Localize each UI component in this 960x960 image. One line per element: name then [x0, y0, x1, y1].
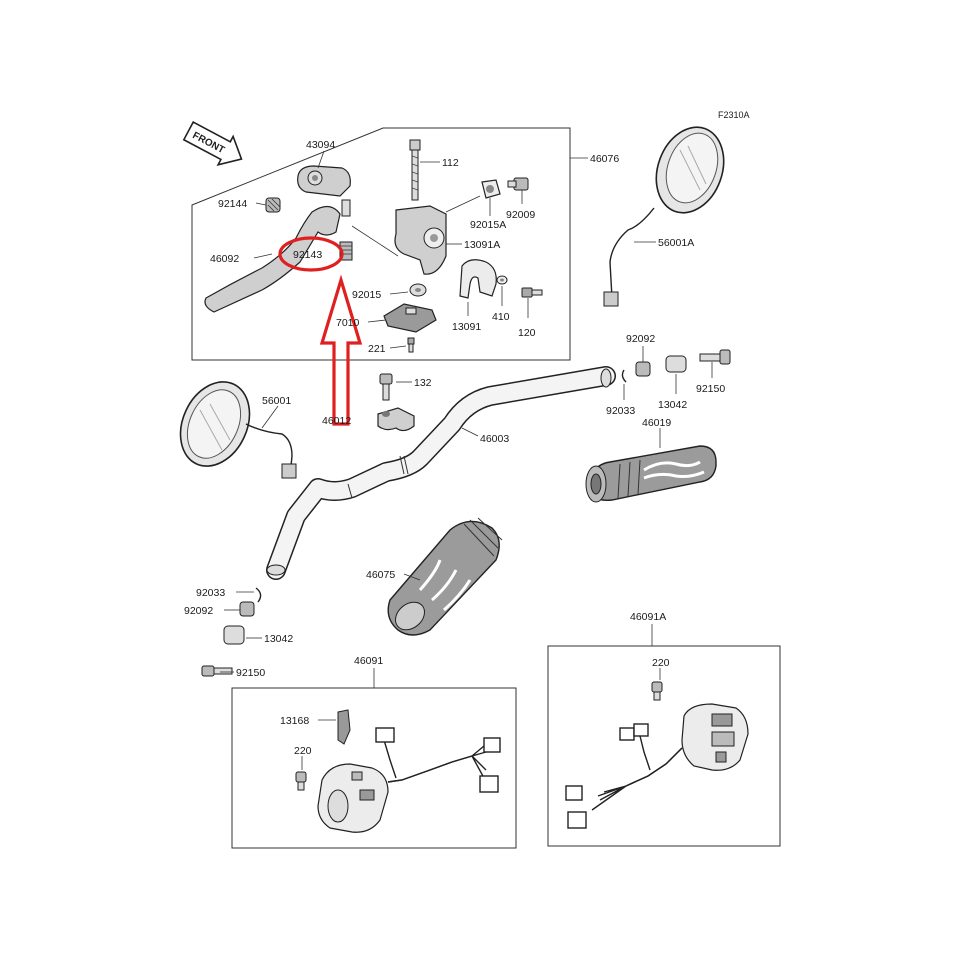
leader-lever-to-body — [351, 225, 399, 257]
washer-410-part — [496, 275, 508, 285]
weight-13042-right-part — [665, 355, 687, 373]
sleeve-92092-left-part — [239, 601, 255, 617]
bolt-132-part — [379, 373, 393, 401]
connector-right-2 — [633, 723, 649, 737]
label-46003: 46003 — [480, 433, 509, 445]
sleeve-92092-right-part — [635, 361, 651, 377]
label-92009: 92009 — [506, 209, 535, 221]
bolt-92150-left-part — [201, 665, 233, 677]
leader-221 — [389, 345, 407, 349]
label-56001A: 56001A — [658, 237, 694, 249]
connector-right-3 — [565, 785, 583, 801]
right-switch-box — [547, 645, 781, 847]
leader-27010 — [367, 319, 387, 323]
connector-right-1 — [619, 727, 635, 741]
label-46076: 46076 — [590, 153, 619, 165]
holder-46012-part — [377, 407, 415, 432]
mirror-right-part — [603, 126, 725, 307]
nut-92015A-part — [481, 179, 501, 199]
screw-92009-part — [507, 177, 529, 191]
label-13042-left: 13042 — [264, 633, 293, 645]
connector-left-2 — [483, 737, 501, 753]
label-92015: 92015 — [352, 289, 381, 301]
leader-body-to-nut — [445, 195, 481, 213]
leader-46003 — [461, 427, 479, 437]
grip-right-part — [585, 445, 717, 503]
screw-220-left-part — [295, 771, 307, 791]
connector-right-4 — [567, 811, 587, 829]
lever-assembly-box — [191, 127, 571, 361]
weight-13042-left-part — [223, 625, 245, 645]
right-switch-housing-part — [681, 703, 749, 771]
label-221: 221 — [368, 343, 386, 355]
label-92033-left: 92033 — [196, 587, 225, 599]
leader-46092 — [253, 253, 273, 259]
lever-bracket-part — [297, 165, 351, 197]
clip-13168-part — [337, 709, 351, 745]
leader-43094 — [317, 150, 325, 169]
left-switch-housing-part — [317, 763, 389, 833]
spring-92144-part — [265, 197, 281, 213]
clamp-13091-part — [459, 259, 497, 299]
label-112: 112 — [442, 157, 459, 169]
label-92143: 92143 — [293, 249, 322, 261]
label-13091: 13091 — [452, 321, 481, 333]
label-43094: 43094 — [306, 139, 335, 151]
label-92092-right: 92092 — [626, 333, 655, 345]
screw-221-part — [407, 337, 415, 353]
connector-left-3 — [479, 775, 499, 793]
label-92144: 92144 — [218, 198, 247, 210]
label-46091A: 46091A — [630, 611, 666, 623]
screw-220-right-part — [651, 681, 663, 701]
label-220-right: 220 — [652, 657, 670, 669]
clutch-lever-part — [204, 205, 341, 313]
grip-left-part — [387, 517, 503, 636]
nut-92015-part — [409, 283, 427, 297]
label-92015A: 92015A — [470, 219, 506, 231]
label-46092: 46092 — [210, 253, 239, 265]
lever-holder-body-part — [394, 205, 447, 275]
bolt-92150-right-part — [699, 349, 731, 365]
label-92092-left: 92092 — [184, 605, 213, 617]
label-46075: 46075 — [366, 569, 395, 581]
label-27010: 7010 — [336, 317, 360, 329]
label-13091A: 13091A — [464, 239, 500, 251]
highlight-circle — [278, 236, 344, 272]
mirror-left-part — [179, 381, 297, 479]
label-92150-right: 92150 — [696, 383, 725, 395]
label-92033-right: 92033 — [606, 405, 635, 417]
label-132: 132 — [414, 377, 432, 389]
leader-92144 — [255, 202, 267, 206]
bolt-112-part — [409, 139, 421, 201]
label-410: 410 — [492, 311, 510, 323]
leader-46075 — [403, 573, 421, 581]
clip-92033-right-part — [621, 369, 627, 383]
label-13168: 13168 — [280, 715, 309, 727]
front-direction-icon: FRONT — [182, 121, 243, 166]
clip-92033-left-part — [255, 587, 262, 603]
label-46012: 46012 — [322, 415, 351, 427]
bolt-120-part — [521, 287, 543, 298]
label-56001: 56001 — [262, 395, 291, 407]
connector-left-1 — [375, 727, 395, 743]
label-120: 120 — [518, 327, 536, 339]
leader-56001 — [261, 405, 279, 429]
label-46019: 46019 — [642, 417, 671, 429]
label-13042-right: 13042 — [658, 399, 687, 411]
switch-27010-part — [383, 303, 437, 333]
highlight-arrow-icon — [319, 274, 363, 426]
label-220-left: 220 — [294, 745, 312, 757]
label-46091: 46091 — [354, 655, 383, 667]
handlebar-part — [266, 366, 616, 580]
label-92150-left: 92150 — [236, 667, 265, 679]
figure-ref: F2310A — [718, 110, 750, 120]
leader-92015 — [389, 291, 409, 295]
